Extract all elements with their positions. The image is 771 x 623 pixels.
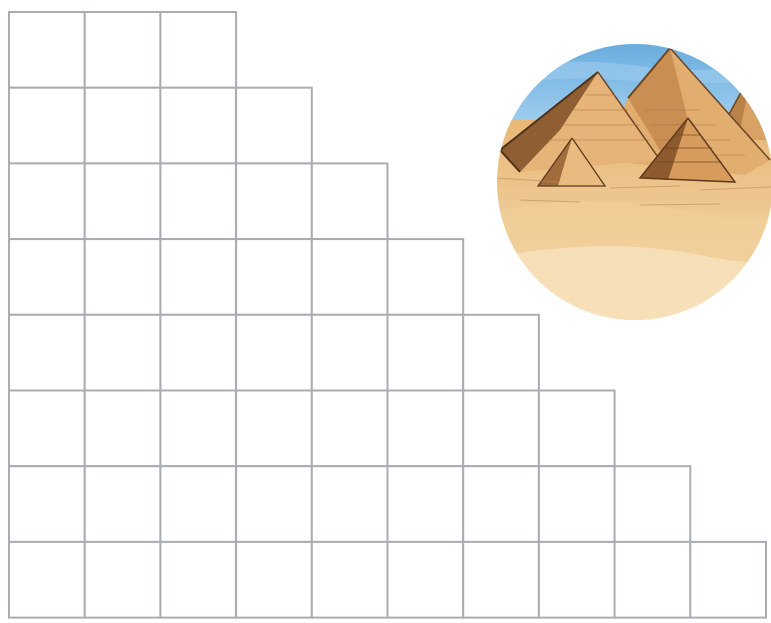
- grid-cell: [160, 163, 236, 239]
- grid-cell: [9, 391, 85, 467]
- grid-cell: [236, 391, 312, 467]
- grid-cell: [463, 542, 539, 618]
- grid-cell: [160, 239, 236, 315]
- grid-cell: [463, 315, 539, 391]
- grid-cell: [9, 88, 85, 164]
- grid-cell: [539, 391, 615, 467]
- grid-cell: [463, 466, 539, 542]
- grid-cell: [160, 542, 236, 618]
- grid-cell: [388, 315, 464, 391]
- grid-cell: [9, 12, 85, 88]
- grid-cell: [236, 88, 312, 164]
- grid-cell: [312, 466, 388, 542]
- grid-cell: [388, 239, 464, 315]
- grid-cell: [388, 391, 464, 467]
- grid-cell: [312, 391, 388, 467]
- grid-cell: [388, 542, 464, 618]
- grid-cell: [615, 466, 691, 542]
- grid-cell: [160, 315, 236, 391]
- grid-cell: [9, 466, 85, 542]
- grid-cell: [85, 88, 161, 164]
- grid-cell: [236, 163, 312, 239]
- grid-cell: [85, 542, 161, 618]
- grid-cell: [463, 391, 539, 467]
- grid-cell: [160, 12, 236, 88]
- grid-cell: [85, 391, 161, 467]
- grid-cell: [236, 315, 312, 391]
- pyramids-illustration: [480, 30, 771, 330]
- grid-cell: [85, 163, 161, 239]
- grid-cell: [236, 466, 312, 542]
- grid-cell: [160, 88, 236, 164]
- grid-cell: [9, 542, 85, 618]
- grid-cell: [690, 542, 766, 618]
- grid-cell: [9, 239, 85, 315]
- grid-cell: [312, 315, 388, 391]
- grid-cell: [85, 315, 161, 391]
- grid-cell: [160, 466, 236, 542]
- grid-cell: [312, 542, 388, 618]
- grid-cell: [9, 315, 85, 391]
- grid-cell: [85, 466, 161, 542]
- grid-cell: [539, 466, 615, 542]
- grid-cell: [85, 239, 161, 315]
- grid-cell: [312, 163, 388, 239]
- grid-cell: [615, 542, 691, 618]
- grid-cell: [85, 12, 161, 88]
- grid-cell: [236, 542, 312, 618]
- grid-cell: [9, 163, 85, 239]
- grid-cell: [312, 239, 388, 315]
- grid-cell: [388, 466, 464, 542]
- grid-cell: [160, 391, 236, 467]
- grid-cell: [236, 239, 312, 315]
- grid-cell: [539, 542, 615, 618]
